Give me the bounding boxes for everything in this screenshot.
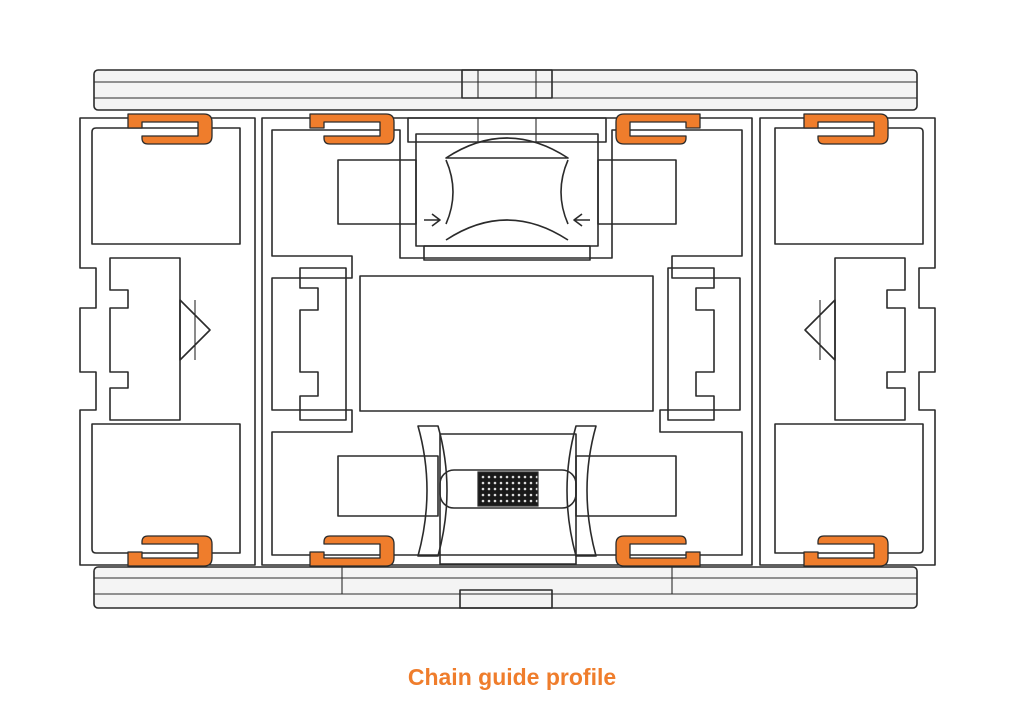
knurled-roller [477, 471, 539, 507]
right-outer-profile [759, 117, 936, 566]
bottom-cover-plate [93, 566, 918, 609]
chain-guide-cross-section-drawing [79, 69, 936, 609]
lower-guide-insert [337, 425, 677, 565]
top-cover-plate [93, 69, 918, 111]
left-outer-profile [79, 117, 256, 566]
figure-caption: Chain guide profile [407, 664, 617, 690]
upper-guide-insert [337, 117, 677, 261]
